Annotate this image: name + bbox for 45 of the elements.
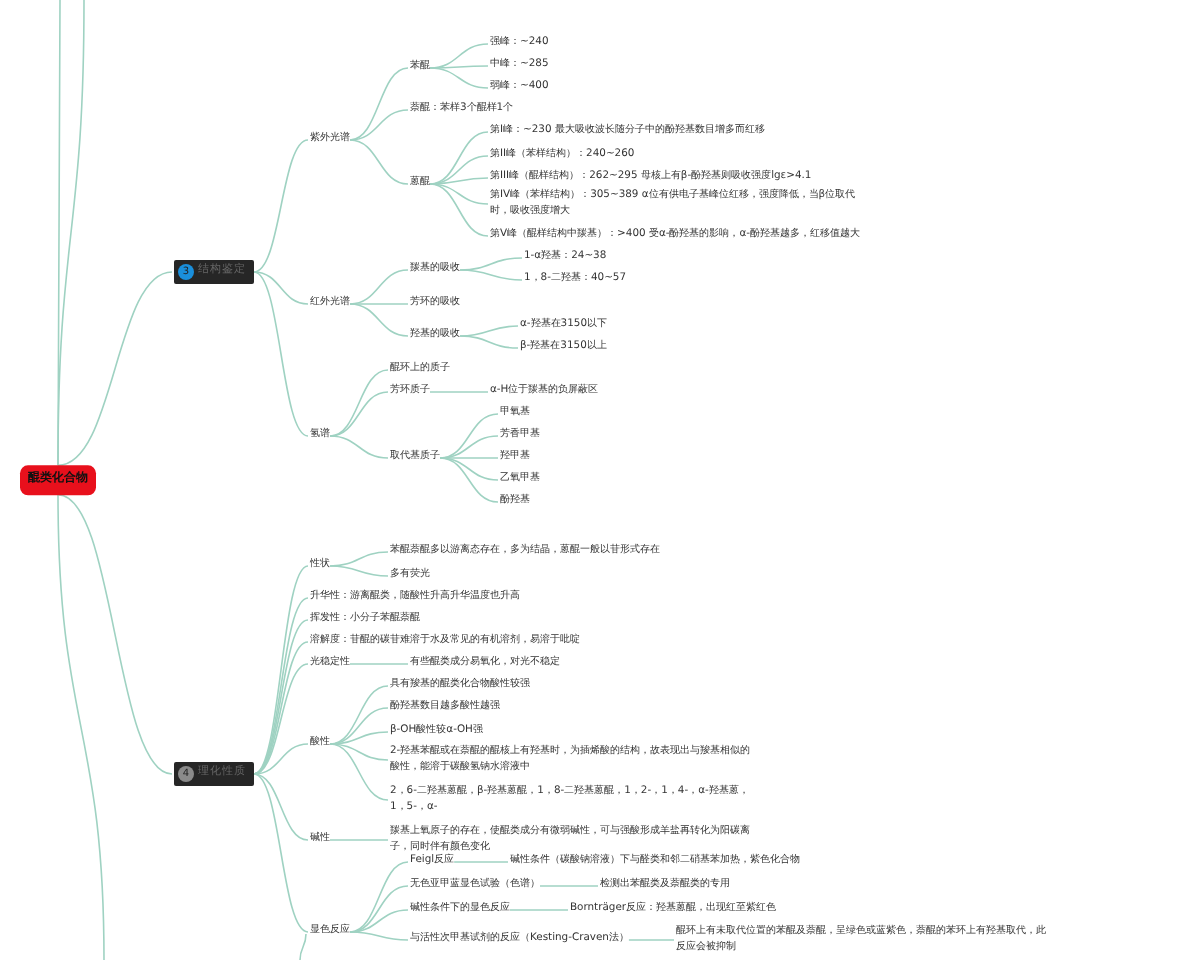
branch-line <box>329 743 389 801</box>
branch-line <box>329 743 389 761</box>
branch-line <box>459 269 523 281</box>
branch-line <box>429 67 489 89</box>
branch-line <box>349 885 409 933</box>
branch-line <box>253 565 309 775</box>
branch-line <box>329 391 389 437</box>
branch-line <box>57 271 173 467</box>
branch-line <box>253 773 309 933</box>
branch-line <box>349 109 409 141</box>
branch-line <box>253 271 309 305</box>
branch-line <box>57 0 61 467</box>
branch-line <box>439 413 499 459</box>
branch-line <box>439 457 499 503</box>
branch-line <box>453 861 509 863</box>
branch-line <box>253 139 309 273</box>
branch-line <box>429 183 489 205</box>
branch-line <box>439 457 499 459</box>
branch-box <box>174 260 254 284</box>
branch-box <box>174 762 254 786</box>
branch-line <box>628 939 675 941</box>
branch-line <box>329 565 389 577</box>
branch-line <box>349 663 409 665</box>
branch-line <box>253 773 309 841</box>
branch-line <box>349 303 409 305</box>
branch-line <box>299 933 307 960</box>
branch-line <box>253 743 309 775</box>
branch-line <box>329 731 389 745</box>
branch-line <box>429 391 489 393</box>
branch-line <box>509 909 569 911</box>
branch-line <box>57 493 105 960</box>
branch-line <box>349 139 409 185</box>
branch-line <box>459 335 519 349</box>
branch-line <box>329 839 389 841</box>
branch-line <box>329 685 389 745</box>
branch-line <box>429 183 489 237</box>
branch-line <box>57 493 173 775</box>
branch-line <box>329 435 389 459</box>
branch-line <box>539 885 599 887</box>
branch-line <box>349 303 409 337</box>
branch-line <box>439 457 499 481</box>
branch-line <box>349 67 409 141</box>
branch-line <box>349 931 409 941</box>
branch-line <box>429 131 489 185</box>
branch-line <box>253 271 309 437</box>
